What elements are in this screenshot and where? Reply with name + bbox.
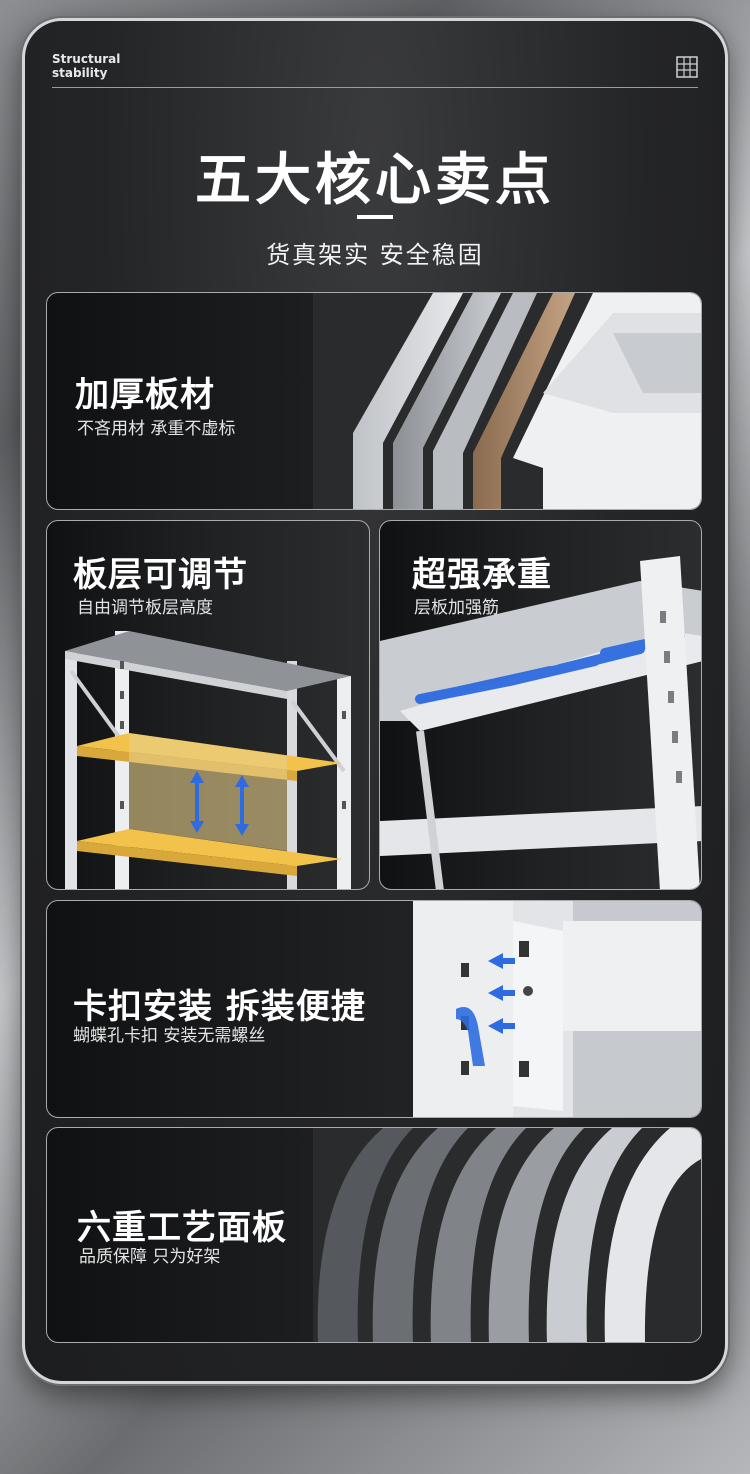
- top-bar: Structural stability: [52, 52, 698, 88]
- page-title: 五大核心卖点: [195, 148, 555, 213]
- page-subtitle: 货真架实 安全稳固: [266, 241, 484, 269]
- curved-panels-image: [313, 1128, 701, 1342]
- feature-card-adjustable: 板层可调节 自由调节板层高度: [46, 520, 370, 890]
- feature-card-thick-plate: 加厚板材 不吝用材 承重不虚标: [46, 292, 702, 510]
- feature-desc: 蝴蝶孔卡扣 安装无需螺丝: [73, 1026, 266, 1046]
- feature-title: 卡扣安装 拆装便捷: [73, 987, 366, 1027]
- shelf-rack-image: [65, 631, 351, 889]
- feature-desc: 自由调节板层高度: [77, 598, 213, 618]
- section-tag: Structural stability: [52, 52, 120, 80]
- title-divider: [357, 215, 393, 219]
- feature-card-snap-install: 卡扣安装 拆装便捷 蝴蝶孔卡扣 安装无需螺丝: [46, 900, 702, 1118]
- feature-card-six-layer: 六重工艺面板 品质保障 只为好架: [46, 1127, 702, 1343]
- reinforced-shelf-image: [380, 556, 701, 889]
- feature-title: 板层可调节: [73, 555, 248, 595]
- arrow-left-icon: [488, 953, 515, 1034]
- plate-layers-image: [313, 293, 701, 509]
- section-tag-line1: Structural: [52, 52, 121, 66]
- feature-desc: 品质保障 只为好架: [79, 1247, 221, 1267]
- feature-card-heavy-load: 超强承重 层板加强筋: [379, 520, 702, 890]
- feature-title: 六重工艺面板: [77, 1208, 287, 1248]
- feature-desc: 层板加强筋: [414, 598, 499, 618]
- feature-desc: 不吝用材 承重不虚标: [77, 419, 236, 439]
- feature-title: 加厚板材: [75, 375, 215, 415]
- feature-title: 超强承重: [412, 555, 552, 595]
- section-tag-line2: stability: [52, 66, 108, 80]
- butterfly-hole-image: [413, 901, 701, 1117]
- shelf-grid-icon: [676, 56, 698, 78]
- arrow-up-down-icon: [190, 771, 249, 836]
- top-divider: [52, 87, 698, 88]
